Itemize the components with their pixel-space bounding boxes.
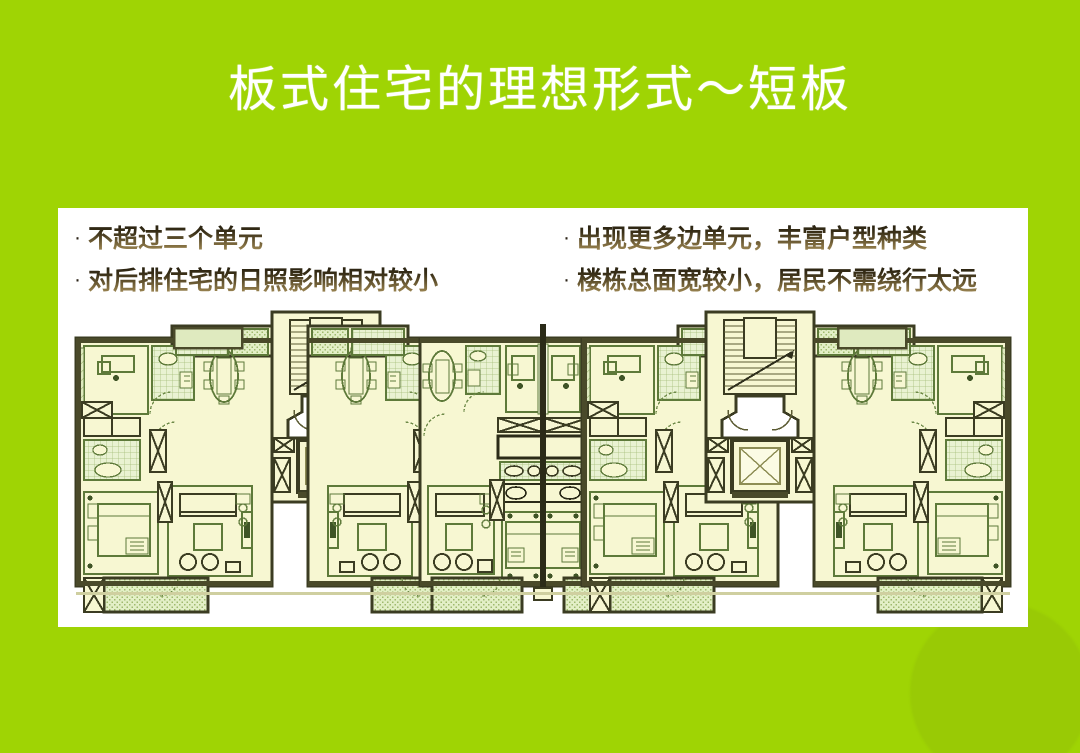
list-item: · 对后排住宅的日照影响相对较小 xyxy=(74,260,543,302)
list-item: · 出现更多边单元，丰富户型种类 xyxy=(563,218,1028,260)
bullet-dot-icon: · xyxy=(74,226,81,249)
unit-right-end xyxy=(812,324,1012,614)
page-title: 板式住宅的理想形式～短板 xyxy=(227,61,852,118)
bullet-text: 出现更多边单元，丰富户型种类 xyxy=(577,218,927,260)
bullet-dot-icon: · xyxy=(74,268,81,291)
bullet-column-left: · 不超过三个单元 · 对后排住宅的日照影响相对较小 xyxy=(58,218,543,303)
unit-middle-left-half xyxy=(418,336,548,614)
list-item: · 楼栋总面宽较小，居民不需绕行太远 xyxy=(563,260,1028,302)
bullet-list: · 不超过三个单元 · 对后排住宅的日照影响相对较小 · 出现更多边单元，丰富户… xyxy=(58,218,1028,303)
bullet-text: 楼栋总面宽较小，居民不需绕行太远 xyxy=(577,260,977,302)
list-item: · 不超过三个单元 xyxy=(74,218,543,260)
unit-left-end xyxy=(74,324,274,614)
core-right xyxy=(704,310,816,504)
bullet-dot-icon: · xyxy=(563,226,570,249)
floor-plan-image xyxy=(70,306,1016,618)
background-watermark-circle xyxy=(910,603,1080,753)
central-party-wall xyxy=(540,324,546,596)
bullet-text: 对后排住宅的日照影响相对较小 xyxy=(88,260,438,302)
bullet-text: 不超过三个单元 xyxy=(88,218,263,260)
floor-plan-body xyxy=(74,310,1012,614)
content-panel: · 不超过三个单元 · 对后排住宅的日照影响相对较小 · 出现更多边单元，丰富户… xyxy=(58,208,1028,627)
bullet-dot-icon: · xyxy=(563,268,570,291)
bullet-column-right: · 出现更多边单元，丰富户型种类 · 楼栋总面宽较小，居民不需绕行太远 xyxy=(543,218,1028,303)
